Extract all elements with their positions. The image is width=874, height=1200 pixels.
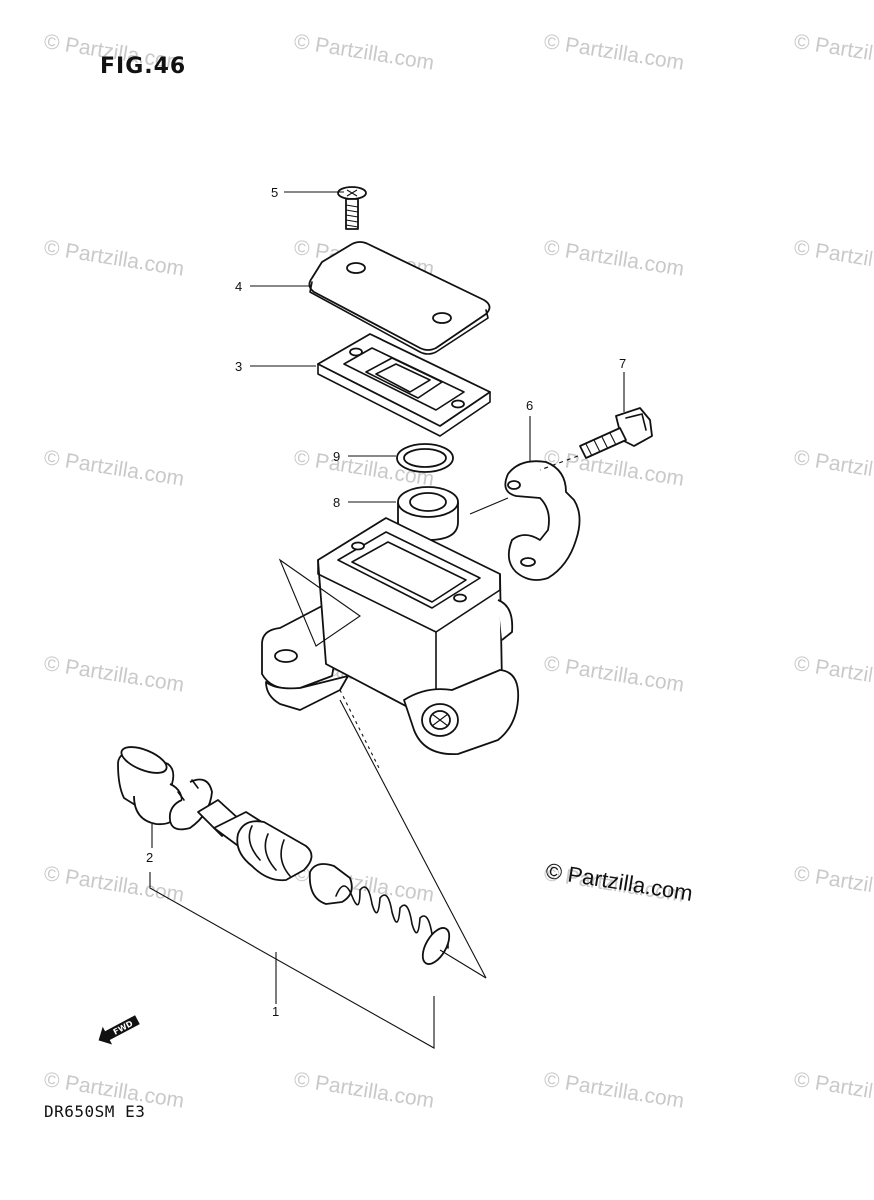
part-5-screw [337, 186, 367, 230]
fwd-label: FWD [112, 1019, 135, 1037]
callout-5: 5 [271, 185, 278, 200]
model-code: DR650SM E3 [44, 1102, 146, 1121]
fwd-arrow-icon: FWD [98, 1015, 140, 1045]
callout-4: 4 [235, 279, 242, 294]
master-cylinder-body [261, 517, 520, 755]
callout-3: 3 [235, 359, 242, 374]
callout-8: 8 [333, 495, 340, 510]
part-9-o-ring [396, 443, 454, 473]
callout-6: 6 [526, 398, 533, 413]
part-6-clamp [504, 460, 581, 581]
callout-labels: 5 4 3 9 8 6 7 2 1 [146, 185, 626, 1019]
snap-ring [168, 778, 213, 831]
callout-2: 2 [146, 850, 153, 865]
callout-1: 1 [272, 1004, 279, 1019]
callout-7: 7 [619, 356, 626, 371]
return-spring [335, 885, 451, 965]
piston [197, 799, 353, 905]
callout-9: 9 [333, 449, 340, 464]
part-7-bolt [539, 407, 653, 471]
part-4-reservoir-cap [308, 241, 491, 355]
leader-lines [149, 191, 625, 1049]
part-3-diaphragm-plate [317, 333, 491, 437]
figure-title: FIG.46 [100, 54, 187, 79]
